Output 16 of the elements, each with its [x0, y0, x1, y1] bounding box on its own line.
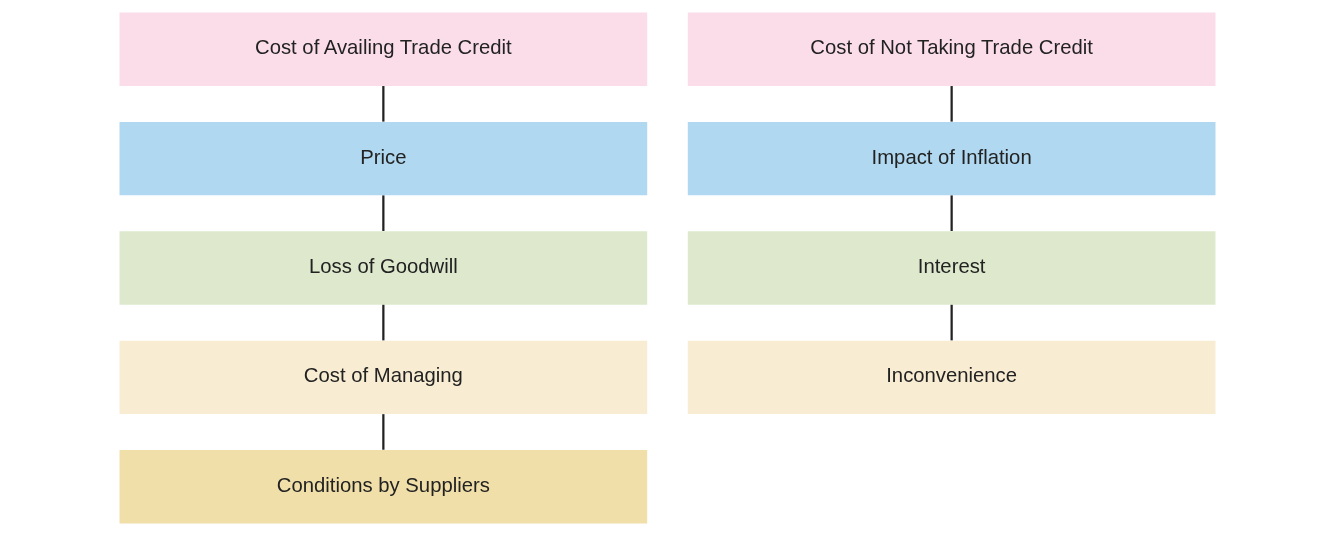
connector	[382, 414, 385, 450]
node-box: Price	[119, 122, 648, 196]
connector	[382, 304, 385, 341]
connector	[950, 304, 953, 341]
node-box: Interest	[687, 231, 1216, 305]
connector	[950, 86, 953, 122]
node-box: Cost of Availing Trade Credit	[119, 12, 648, 86]
node-box: Cost of Not Taking Trade Credit	[687, 12, 1216, 86]
node-box: Inconvenience	[687, 340, 1216, 414]
connector	[950, 195, 953, 231]
node-box: Conditions by Suppliers	[119, 450, 648, 524]
node-box: Impact of Inflation	[687, 122, 1216, 196]
node-box: Loss of Goodwill	[119, 231, 648, 305]
node-box: Cost of Managing	[119, 340, 648, 414]
connector	[382, 195, 385, 231]
connector	[382, 86, 385, 122]
